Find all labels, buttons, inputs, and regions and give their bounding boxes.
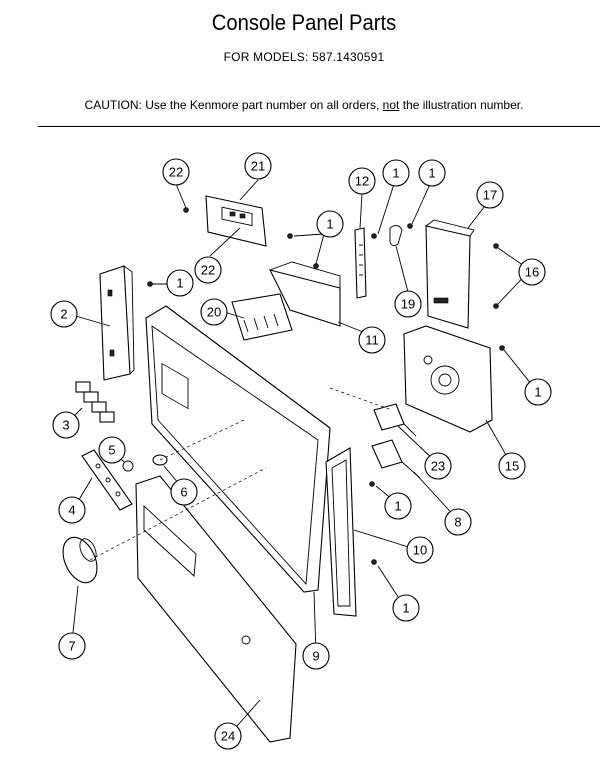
callout-16: 16	[518, 258, 546, 286]
callout-15: 15	[498, 452, 526, 480]
callout-7: 7	[58, 632, 86, 660]
svg-text:11: 11	[365, 333, 379, 348]
svg-text:1: 1	[394, 499, 401, 514]
svg-text:16: 16	[525, 265, 539, 280]
part-11-shield	[268, 261, 341, 327]
svg-text:17: 17	[483, 188, 497, 203]
callout-10: 10	[406, 536, 434, 564]
callout-6: 6	[170, 478, 198, 506]
svg-text:8: 8	[454, 515, 461, 530]
callout-9: 9	[302, 642, 330, 670]
callout-1c: 1	[316, 210, 344, 238]
callout-5: 5	[98, 436, 126, 464]
svg-text:10: 10	[413, 543, 427, 558]
svg-text:1: 1	[392, 166, 399, 181]
callout-19: 19	[394, 290, 422, 318]
svg-text:6: 6	[180, 485, 187, 500]
svg-text:3: 3	[62, 418, 69, 433]
svg-text:2: 2	[60, 307, 67, 322]
svg-text:9: 9	[312, 649, 319, 664]
svg-text:22: 22	[201, 263, 215, 278]
callout-20: 20	[200, 298, 228, 326]
callout-1a: 1	[382, 159, 410, 187]
svg-text:1: 1	[326, 217, 333, 232]
caution-text: CAUTION: Use the Kenmore part number on …	[84, 98, 383, 112]
callout-8: 8	[444, 508, 472, 536]
svg-text:4: 4	[68, 503, 75, 518]
part-2-side-bracket	[99, 265, 135, 381]
callout-3: 3	[52, 411, 80, 439]
alignment-line	[329, 387, 393, 411]
callout-17: 17	[476, 181, 504, 209]
part-24-front-panel	[135, 475, 297, 743]
callout-2: 2	[50, 300, 78, 328]
svg-text:1: 1	[428, 166, 435, 181]
callout-23: 23	[424, 452, 452, 480]
svg-text:15: 15	[505, 459, 519, 474]
caution-emphasis: not	[382, 98, 400, 112]
part-23-switch	[373, 403, 417, 437]
header-divider	[38, 126, 600, 127]
svg-text:5: 5	[108, 443, 115, 458]
caution-suffix: the illustration number.	[399, 98, 524, 112]
part-10-end-trim	[325, 447, 357, 617]
part-17-cover	[425, 219, 475, 329]
callout-24: 24	[214, 722, 242, 750]
part-7-knob	[62, 536, 98, 584]
callout-1e: 1	[524, 378, 552, 406]
part-20-connector	[231, 293, 293, 341]
part-15-timer	[403, 325, 493, 433]
callout-1f: 1	[384, 492, 412, 520]
part-3-buttons	[75, 381, 115, 423]
svg-text:12: 12	[355, 174, 369, 189]
part-8-switch	[371, 439, 421, 479]
callout-22b: 22	[194, 256, 222, 284]
callout-1g: 1	[392, 594, 420, 622]
svg-text:23: 23	[431, 459, 445, 474]
caution-note: CAUTION: Use the Kenmore part number on …	[0, 98, 608, 112]
svg-text:22: 22	[169, 165, 183, 180]
svg-text:19: 19	[401, 297, 415, 312]
callout-12: 12	[348, 167, 376, 195]
svg-text:24: 24	[221, 729, 235, 744]
part-12-strip	[354, 227, 367, 299]
callout-1d: 1	[166, 269, 194, 297]
page-title: Console Panel Parts	[211, 10, 397, 35]
svg-text:7: 7	[68, 639, 75, 654]
svg-text:20: 20	[207, 305, 221, 320]
part-21-bracket	[205, 195, 267, 247]
part-5-washer	[122, 460, 134, 472]
models-line: FOR MODELS: 587.1430591	[223, 50, 385, 64]
part-9-console-housing	[145, 305, 331, 593]
callout-22a: 22	[162, 158, 190, 186]
callout-4: 4	[58, 496, 86, 524]
callout-11: 11	[358, 326, 386, 354]
svg-text:1: 1	[176, 276, 183, 291]
svg-text:1: 1	[534, 385, 541, 400]
svg-text:21: 21	[251, 159, 265, 174]
svg-text:1: 1	[402, 601, 409, 616]
part-4-bracket	[81, 449, 133, 511]
callout-21: 21	[244, 152, 272, 180]
callout-1b: 1	[418, 159, 446, 187]
part-19-clip	[389, 225, 403, 247]
